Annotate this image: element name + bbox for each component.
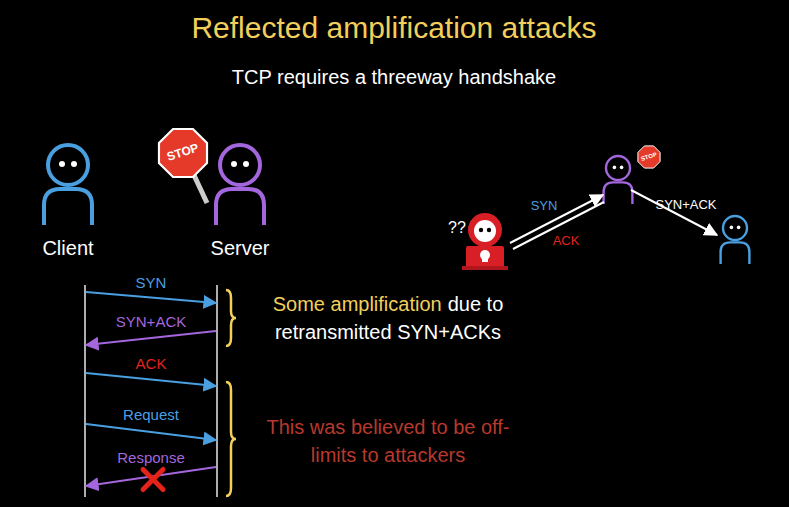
person-icon	[216, 145, 264, 225]
subtitle: TCP requires a threeway handshake	[232, 66, 556, 89]
message-label: SYN+ACK	[113, 313, 189, 330]
server-figure	[604, 156, 633, 204]
syn-label: SYN	[531, 199, 558, 214]
bracket	[226, 290, 236, 346]
amplification-note: Some amplificationdue to retransmitted S…	[253, 290, 523, 346]
bracket	[226, 382, 236, 496]
message-label: Response	[114, 449, 188, 466]
highlight-text: Some amplification	[273, 293, 442, 315]
client-figure	[721, 216, 750, 264]
attacker-figure	[462, 213, 508, 270]
note: This was believed to be off-limits to at…	[263, 413, 513, 469]
question-marks: ??	[448, 219, 466, 237]
dropped-mark	[143, 470, 163, 490]
stop-sign	[159, 129, 207, 177]
message-label: SYN	[133, 274, 170, 291]
client-node: Client	[28, 135, 108, 260]
slide-title: Reflected amplification attacks	[191, 11, 596, 46]
server-node: Server	[200, 135, 280, 260]
lifeline	[84, 285, 86, 497]
message-label: ACK	[133, 355, 170, 372]
message-arrow	[86, 424, 216, 440]
synack-label: SYN+ACK	[655, 198, 716, 213]
actor-name: Client	[28, 135, 108, 260]
lifeline	[216, 285, 218, 497]
message-arrow	[86, 292, 216, 303]
person-icon	[44, 145, 92, 225]
message-arrow	[86, 373, 216, 386]
actor-name: Server	[200, 135, 280, 260]
synack-arrow	[631, 190, 717, 235]
message-label: Request	[120, 406, 182, 423]
stop-sign	[638, 146, 660, 168]
ack-label: ACK	[553, 234, 580, 249]
message-arrow	[86, 331, 216, 345]
ack-line	[513, 202, 604, 249]
